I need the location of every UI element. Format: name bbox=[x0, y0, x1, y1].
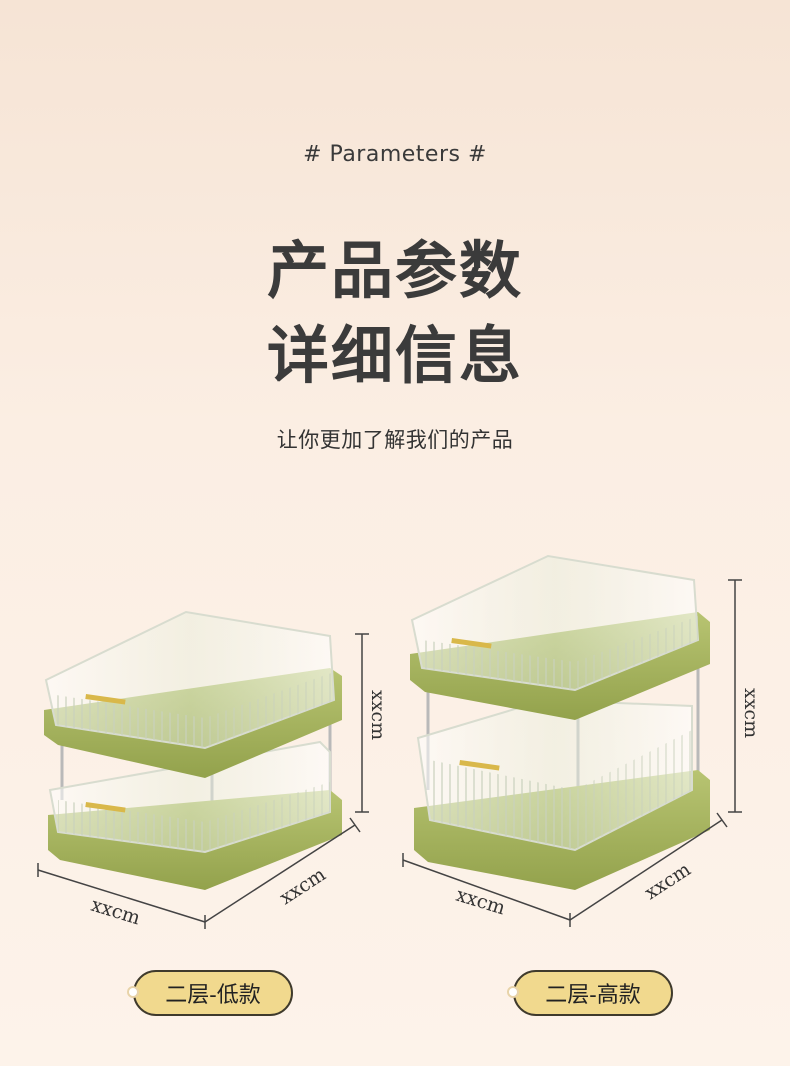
low-height-label: xxcm bbox=[367, 690, 389, 740]
product-tag-high-label: 二层-高款 bbox=[545, 983, 641, 1008]
product-tag-low-label: 二层-低款 bbox=[165, 983, 261, 1008]
product-tag-low: 二层-低款 bbox=[127, 970, 293, 1016]
product-tag-high: 二层-高款 bbox=[507, 970, 673, 1016]
high-height-label: xxcm bbox=[740, 688, 762, 738]
tag-dot-icon bbox=[127, 986, 139, 998]
section-label: # Parameters # bbox=[303, 142, 487, 167]
high-width-label: xxcm bbox=[454, 884, 508, 920]
page-title-line1: 产品参数 bbox=[266, 234, 523, 307]
page-subtitle: 让你更加了解我们的产品 bbox=[276, 428, 514, 452]
tag-dot-icon bbox=[507, 986, 519, 998]
product-high-illustration: xxcm xxcm xxcm bbox=[402, 554, 762, 927]
low-width-label: xxcm bbox=[89, 894, 143, 930]
product-low-illustration: xxcm xxcm xxcm bbox=[37, 610, 389, 930]
page-title-line2: 详细信息 bbox=[266, 319, 523, 392]
product-illustrations: xxcm xxcm xxcm xxcm xxcm xxcm bbox=[37, 554, 762, 930]
high-depth-label: xxcm bbox=[641, 858, 695, 904]
